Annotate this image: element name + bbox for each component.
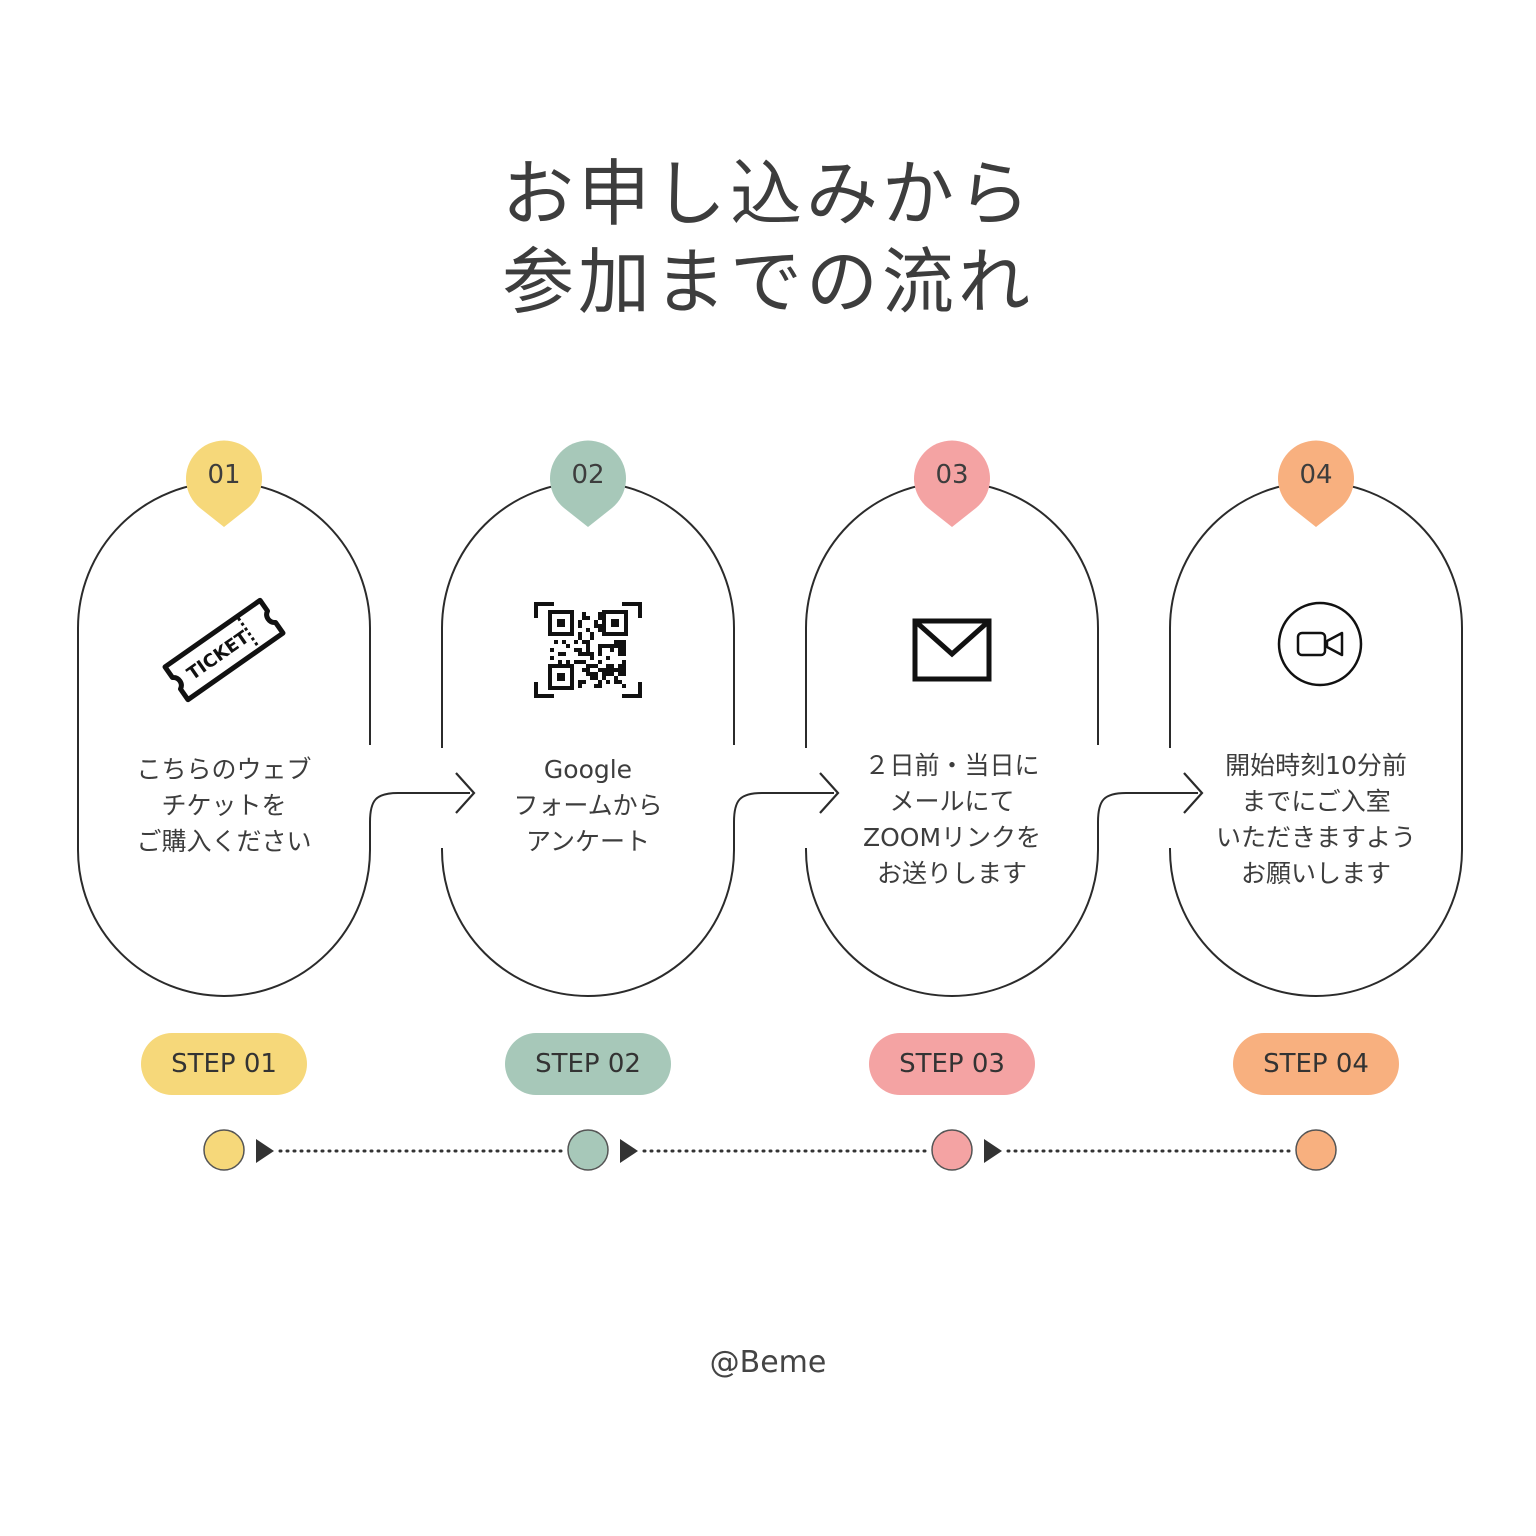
step-description-line: Google xyxy=(543,755,633,784)
step-label-pill: STEP 04 xyxy=(1233,1033,1399,1095)
timeline-arrow-icon xyxy=(984,1139,1002,1163)
envelope-icon xyxy=(912,618,992,682)
connector-arrow-3 xyxy=(1097,792,1198,823)
step-label-pill: STEP 02 xyxy=(505,1033,671,1095)
step-label-pill: STEP 03 xyxy=(869,1033,1035,1095)
step-description-line: 開始時刻10分前 xyxy=(1225,751,1407,780)
step-description: 開始時刻10分前までにご入室いただきますようお願いします xyxy=(1191,748,1441,892)
connector-arrow-1 xyxy=(369,792,470,823)
ticket-icon: TICKET xyxy=(162,597,286,703)
step-description: Google フォームからアンケート xyxy=(463,752,713,860)
step-description-line: お願いします xyxy=(1240,859,1391,888)
timeline-dot-4 xyxy=(1295,1129,1337,1171)
step-label-pill: STEP 01 xyxy=(141,1033,307,1095)
step-capsule-3 xyxy=(805,481,1099,997)
step-description-line: ２日前・当日に xyxy=(864,751,1040,780)
step-capsule-1 xyxy=(77,481,371,997)
step-description-line: までにご入室 xyxy=(1241,787,1391,816)
timeline-dot-1 xyxy=(203,1129,245,1171)
step-description: ２日前・当日にメールにて ZOOMリンクをお送りします xyxy=(827,748,1077,892)
arrowhead-icon xyxy=(819,772,840,814)
title-line-1: お申し込みから xyxy=(501,152,1034,236)
step-number-pin-1 xyxy=(185,440,262,527)
step-capsule-4 xyxy=(1169,481,1463,997)
capsule-gap xyxy=(802,748,810,848)
step-number: 03 xyxy=(935,460,969,490)
connector-arrow-2 xyxy=(733,792,834,823)
capsule-gap xyxy=(438,748,446,848)
capsule-gap xyxy=(1166,748,1174,848)
timeline-dot-3 xyxy=(931,1129,973,1171)
step-number-pin-3 xyxy=(914,440,990,527)
title-line-2: 参加までの流れ xyxy=(501,240,1034,324)
qr-code-icon xyxy=(534,602,642,698)
step-number: 04 xyxy=(1299,460,1333,490)
step-capsule-2 xyxy=(441,481,735,997)
timeline-arrow-icon xyxy=(620,1139,638,1163)
timeline-arrow-icon xyxy=(256,1139,274,1163)
arrowhead-icon xyxy=(455,772,476,814)
step-number: 02 xyxy=(571,460,605,490)
timeline-dot-2 xyxy=(567,1129,609,1171)
step-number-pin-2 xyxy=(550,440,626,527)
step-description-line: アンケート xyxy=(525,827,650,856)
step-description-line: フォームから xyxy=(513,791,663,820)
step-description-line: メールにて xyxy=(889,787,1015,816)
arrowhead-icon xyxy=(1183,772,1204,814)
step-number-pin-4 xyxy=(1277,440,1354,527)
page-title: お申し込みから 参加までの流れ xyxy=(0,150,1536,326)
step-description-line: チケットを xyxy=(161,791,287,820)
video-camera-icon xyxy=(1277,601,1363,687)
step-description-line: ご購入ください xyxy=(136,827,312,856)
step-description-line: いただきますよう xyxy=(1215,823,1416,852)
step-description-line: こちらのウェブ xyxy=(136,755,312,784)
footer-handle: @Beme xyxy=(709,1345,827,1380)
step-description-line: ZOOMリンクを xyxy=(862,823,1042,852)
step-number: 01 xyxy=(207,460,241,490)
step-description-line: お送りします xyxy=(876,859,1027,888)
step-description: こちらのウェブチケットをご購入ください xyxy=(99,752,349,860)
